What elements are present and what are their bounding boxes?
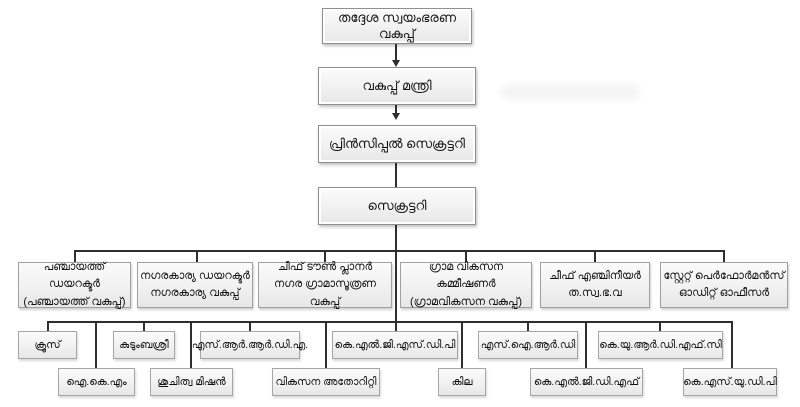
node-agency-kila: കില	[438, 368, 486, 396]
connector-dept-minister	[395, 44, 397, 64]
node-agency-klgdf: കെ.എൽ.ജി.ഡി.എഫ്	[530, 368, 643, 396]
stub-directorate-5	[594, 250, 596, 262]
stub-directorate-3	[324, 250, 326, 262]
node-label: വകുപ്പ് മന്ത്രി	[362, 78, 432, 93]
node-label-line1: നഗരകാര്യ ഡയറക്ടർ	[140, 269, 250, 282]
node-label-line1: ചീഫ് ടൗൺ പ്ലാനർ	[277, 261, 373, 274]
stub-agency-dev-authority	[325, 321, 327, 368]
node-label: തദ്ദേശ സ്വയംഭരണ വകുപ്പ്	[338, 10, 456, 41]
node-agency-srrda: എസ്.ആർ.ആർ.ഡി.എ.	[192, 331, 308, 359]
connector-minister-prsecy	[395, 105, 397, 115]
stub-agency-kudumbashree	[143, 321, 145, 331]
node-label: സെക്രട്ടറി	[367, 198, 427, 213]
node-label-line2: (പഞ്ചായത്ത് വകുപ്പ്)	[23, 295, 126, 308]
node-label: കെ.എൽ.ജി.എസ്.ഡി.പി	[334, 338, 456, 351]
node-label-line2: നഗരകാര്യ വകുപ്പ്	[150, 287, 240, 299]
node-secretary: സെക്രട്ടറി	[318, 187, 476, 225]
node-label: പ്രിൻസിപ്പൽ സെക്രട്ടറി	[329, 136, 465, 151]
node-minister: വകുപ്പ് മന്ത്രി	[318, 67, 476, 105]
stub-agency-ikm	[95, 321, 97, 368]
connector-prsecy-secy	[395, 163, 397, 187]
node-chief-town-planner: ചീഫ് ടൗൺ പ്ലാനർ നഗര ഗ്രാമാസൂത്രണ വകുപ്പ്	[258, 261, 392, 308]
node-principal-secretary: പ്രിൻസിപ്പൽ സെക്രട്ടറി	[318, 125, 476, 163]
stub-directorate-2	[196, 250, 198, 262]
node-label: എസ്.ആർ.ആർ.ഡി.എ.	[191, 338, 309, 351]
node-agency-krus: ക്രൂസ്	[18, 331, 77, 359]
node-label-line2: (ഗ്രാമവികസന വകുപ്പ്)	[410, 295, 522, 308]
stub-agency-krus	[47, 321, 49, 331]
node-state-performance-audit-officer: സ്റ്റേറ്റ് പെർഫോർമൻസ് ഓഡിറ്റ് ഓഫീസർ	[660, 262, 788, 308]
node-label-line2: ഓഡിറ്റ് ഓഫീസർ	[678, 287, 770, 299]
stub-agency-klgsdp	[395, 321, 397, 331]
node-label: കെ.എൽ.ജി.ഡി.എഫ്	[533, 375, 640, 388]
stub-agency-sird	[527, 321, 529, 331]
node-label: കില	[451, 375, 473, 388]
node-label: എസ്.ഐ.ആർ.ഡി	[480, 338, 576, 351]
whiteout-smudge	[500, 84, 640, 100]
node-label: കുടുംബശ്രീ	[119, 338, 169, 351]
arrowhead-icon	[392, 60, 400, 67]
stub-directorate-4	[465, 250, 467, 262]
stub-agency-srrda	[249, 321, 251, 331]
node-urban-affairs-director: നഗരകാര്യ ഡയറക്ടർ നഗരകാര്യ വകുപ്പ്	[137, 262, 253, 308]
node-label-line1: പഞ്ചായത്ത് ഡയറക്ടർ	[43, 261, 106, 291]
node-agency-suchitwa-mission: ശുചിത്വ മിഷൻ	[150, 368, 233, 396]
node-label-line2: നഗര ഗ്രാമാസൂത്രണ വകുപ്പ്	[273, 278, 376, 308]
arrowhead-icon	[392, 113, 400, 120]
node-label-line1: ഗ്രാമ വികസന കമ്മീഷണർ	[428, 261, 504, 291]
node-agency-ikm: ഐ.കെ.എം	[58, 368, 135, 396]
stub-agency-klgdf	[585, 321, 587, 368]
node-label: വികസന അതോറിറ്റി	[275, 375, 377, 388]
connector-secy-trunk	[395, 225, 397, 323]
node-agency-sird: എസ്.ഐ.ആർ.ഡി	[478, 331, 578, 359]
agency-bus-bar	[47, 321, 733, 323]
node-agency-ksudp: കെ.എസ്.യു.ഡി.പി	[683, 368, 777, 396]
stub-agency-kurdfc	[659, 321, 661, 331]
stub-directorate-1	[74, 250, 76, 262]
node-label: ക്രൂസ്	[34, 338, 61, 351]
node-agency-development-authority: വികസന അതോറിറ്റി	[272, 368, 380, 396]
node-label: കെ.എസ്.യു.ഡി.പി	[683, 375, 777, 388]
node-label-line2: ത.സ്വ.ഭ.വ	[568, 287, 622, 299]
node-agency-kudumbashree: കുടുംബശ്രീ	[113, 331, 175, 359]
node-rural-dev-commissioner: ഗ്രാമ വികസന കമ്മീഷണർ (ഗ്രാമവികസന വകുപ്പ്…	[400, 261, 532, 308]
node-label: ശുചിത്വ മിഷൻ	[157, 375, 226, 388]
stub-agency-suchitwa	[190, 321, 192, 368]
node-chief-engineer: ചീഫ് എഞ്ചിനീയർ ത.സ്വ.ഭ.വ	[540, 262, 650, 308]
stub-agency-ksudp	[731, 321, 733, 368]
node-label-line1: സ്റ്റേറ്റ് പെർഫോർമൻസ്	[663, 269, 785, 282]
node-agency-kurdfc: കെ.യു.ആർ.ഡി.എഫ്.സി	[598, 331, 723, 359]
node-panchayat-director: പഞ്ചായത്ത് ഡയറക്ടർ (പഞ്ചായത്ത് വകുപ്പ്)	[18, 261, 131, 308]
node-agency-klgsdp: കെ.എൽ.ജി.എസ്.ഡി.പി	[332, 331, 458, 359]
node-label: കെ.യു.ആർ.ഡി.എഫ്.സി	[599, 338, 722, 351]
stub-directorate-6	[723, 250, 725, 262]
stub-agency-kila	[461, 321, 463, 368]
node-department: തദ്ദേശ സ്വയംഭരണ വകുപ്പ്	[322, 8, 472, 44]
node-label: ഐ.കെ.എം	[66, 375, 127, 388]
node-label-line1: ചീഫ് എഞ്ചിനീയർ	[549, 269, 641, 282]
directorate-level-bar	[75, 250, 725, 252]
